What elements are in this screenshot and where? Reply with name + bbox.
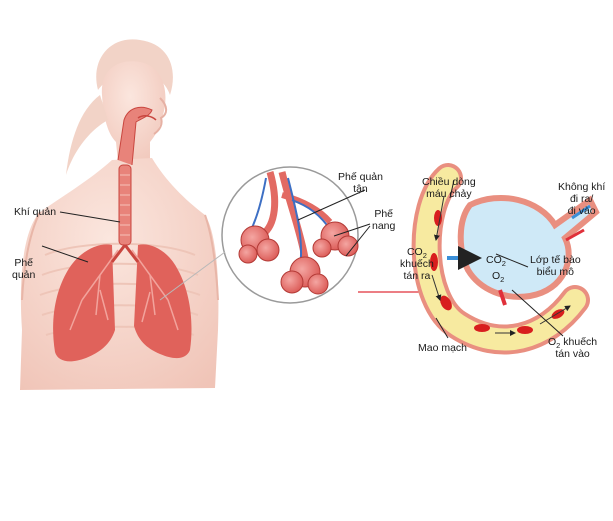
label-o2-in-line1: O2 khuếch	[548, 336, 598, 351]
label-o2-khuech-tan-vao: O2 khuếch tán vào	[548, 336, 597, 360]
label-phe-quan-tan-line2: tận	[353, 183, 368, 195]
label-khong-khi-line2: đi ra/	[569, 193, 594, 205]
leader-lines	[41, 179, 564, 339]
alveoli-zoom-circle	[221, 166, 359, 304]
co2-out-sub: 2	[422, 251, 427, 261]
label-co2-out-line1: CO2	[400, 246, 434, 261]
label-phe-quan-line2: quản	[12, 269, 36, 281]
o2-in-sub: 2	[556, 341, 561, 351]
air-in-arrow	[565, 228, 585, 242]
o2-diffusion-arrow	[498, 289, 507, 306]
label-lop-te-bao-line2: biểu mô	[536, 266, 575, 278]
label-phe-quan-tan-line1: Phế quản	[338, 171, 383, 183]
label-co2-inner: CO2	[486, 254, 506, 269]
co2-inner-sub: 2	[501, 259, 506, 269]
label-khong-khi-line1: Không khí	[558, 181, 606, 193]
label-phe-quan-tan: Phế quản tận	[338, 171, 383, 195]
co2-inner-text: CO	[486, 254, 502, 266]
o2-in-text: O	[548, 336, 557, 348]
label-co2-out-line3: tán ra	[403, 270, 431, 282]
blood-flow-arrows	[431, 195, 571, 336]
label-co2-out-line2: khuếch	[400, 258, 434, 270]
label-khi-quan: Khí quản	[14, 206, 57, 218]
co2-out-text: CO	[406, 246, 423, 258]
human-body	[20, 39, 219, 390]
label-phe-nang-line2: nang	[372, 220, 396, 232]
label-phe-nang: Phế nang	[372, 208, 395, 232]
label-lop-te-bao-line1: Lớp tế bào	[530, 254, 581, 266]
red-blood-cells	[430, 210, 565, 334]
label-phe-quan: Phế quản	[12, 257, 35, 281]
label-phe-quan-line1: Phế	[14, 257, 34, 269]
label-chieu-dong-line1: Chiều dòng	[422, 176, 476, 188]
label-phe-nang-line1: Phế	[374, 208, 394, 220]
label-chieu-dong-line2: máu chảy	[426, 188, 472, 200]
alveolus-cluster	[238, 225, 280, 264]
label-o2-inner: O2	[492, 270, 505, 285]
label-khong-khi-line3: đi vào	[567, 205, 596, 217]
label-co2-khuech-tan-ra: CO2 khuếch tán ra	[400, 246, 434, 282]
label-o2-in-line2: tán vào	[555, 348, 590, 360]
label-chieu-dong-mau: Chiều dòng máu chảy	[422, 176, 476, 200]
label-lop-te-bao-bieu-mo: Lớp tế bào biểu mô	[530, 254, 581, 278]
air-out-arrow	[571, 204, 591, 220]
o2-inner-text: O	[492, 270, 501, 282]
o2-inner-sub: 2	[500, 275, 505, 285]
zoom-connector	[159, 251, 226, 301]
alveolus-cluster	[280, 256, 329, 295]
o2-in-text-b: khuếch	[560, 336, 598, 348]
gas-exchange-detail	[411, 163, 600, 355]
label-mao-mach: Mao mạch	[418, 342, 468, 354]
label-khong-khi: Không khí đi ra/ đi vào	[558, 181, 605, 217]
